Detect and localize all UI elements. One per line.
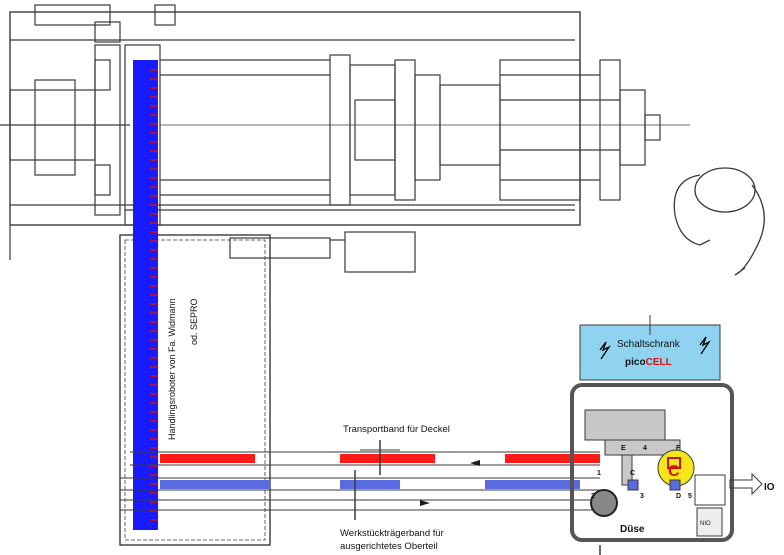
conveyor-lid [130,440,600,475]
operator-figure [673,167,765,276]
workpiece-carrier-band [120,460,600,520]
marker-3: 3 [640,493,644,500]
cabinet-label: Schaltschrank [617,339,681,350]
marker-1: 1 [597,470,601,477]
robot-alt-label: od. SEPRO [189,298,199,345]
carrier-band-label-line2: ausgerichtetes Oberteil [340,541,438,552]
robot-axis [133,60,158,530]
marker-e: E [621,445,626,452]
robot-work-area [119,234,271,546]
station-c-label: C [668,463,680,480]
injection-molding-machine [0,4,690,273]
cabinet-brand-suffix: CELL [646,357,672,368]
io-label: IO [764,482,775,493]
cabinet-brand-prefix: pico [625,357,646,368]
marker-2: 2 [591,493,595,500]
cabinet-brand: picoCELL [625,357,672,368]
marker-c: C [630,470,635,477]
nio-label: NIO [700,521,711,527]
marker-f: F [676,445,681,452]
marker-4: 4 [643,445,647,452]
nozzle-label: Düse [620,524,645,535]
conveyor-lid-label: Transportband für Deckel [343,424,450,435]
lightning-icon-left [599,341,611,360]
control-cabinet [579,315,721,381]
marker-d: D [676,493,681,500]
carrier-band-label-line1: Werkstückträgerband für [340,528,444,539]
robot-label: Handlingsroboter von Fa. Widmann [167,298,177,440]
lightning-icon-right [699,336,711,355]
marker-5: 5 [688,493,692,500]
picocell-unit [570,383,763,555]
